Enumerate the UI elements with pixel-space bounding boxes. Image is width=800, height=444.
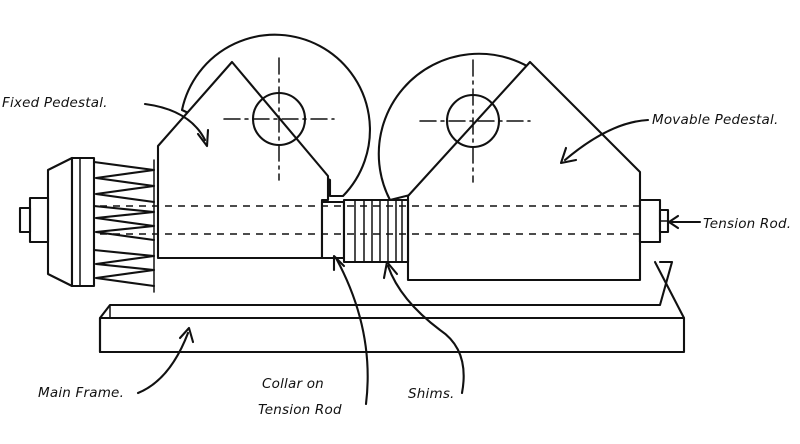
label-main-frame: Main Frame. bbox=[38, 385, 124, 401]
tension-rods bbox=[48, 205, 660, 235]
label-tension-rod: Tension Rod. bbox=[703, 216, 791, 232]
shims bbox=[342, 198, 410, 264]
collar bbox=[320, 200, 346, 260]
spring-assembly bbox=[18, 156, 156, 293]
label-collar-line2: Tension Rod bbox=[258, 402, 342, 418]
movable-bearing bbox=[419, 59, 531, 183]
label-shims: Shims. bbox=[408, 386, 455, 402]
label-collar-line1: Collar on bbox=[262, 376, 324, 392]
label-movable-pedestal: Movable Pedestal. bbox=[652, 112, 778, 128]
fixed-pedestal bbox=[156, 60, 330, 260]
leader-lines bbox=[136, 102, 702, 406]
right-nut bbox=[638, 198, 670, 244]
main-frame bbox=[98, 260, 686, 354]
label-fixed-pedestal: Fixed Pedestal. bbox=[2, 95, 108, 111]
fixed-bearing bbox=[223, 57, 335, 181]
